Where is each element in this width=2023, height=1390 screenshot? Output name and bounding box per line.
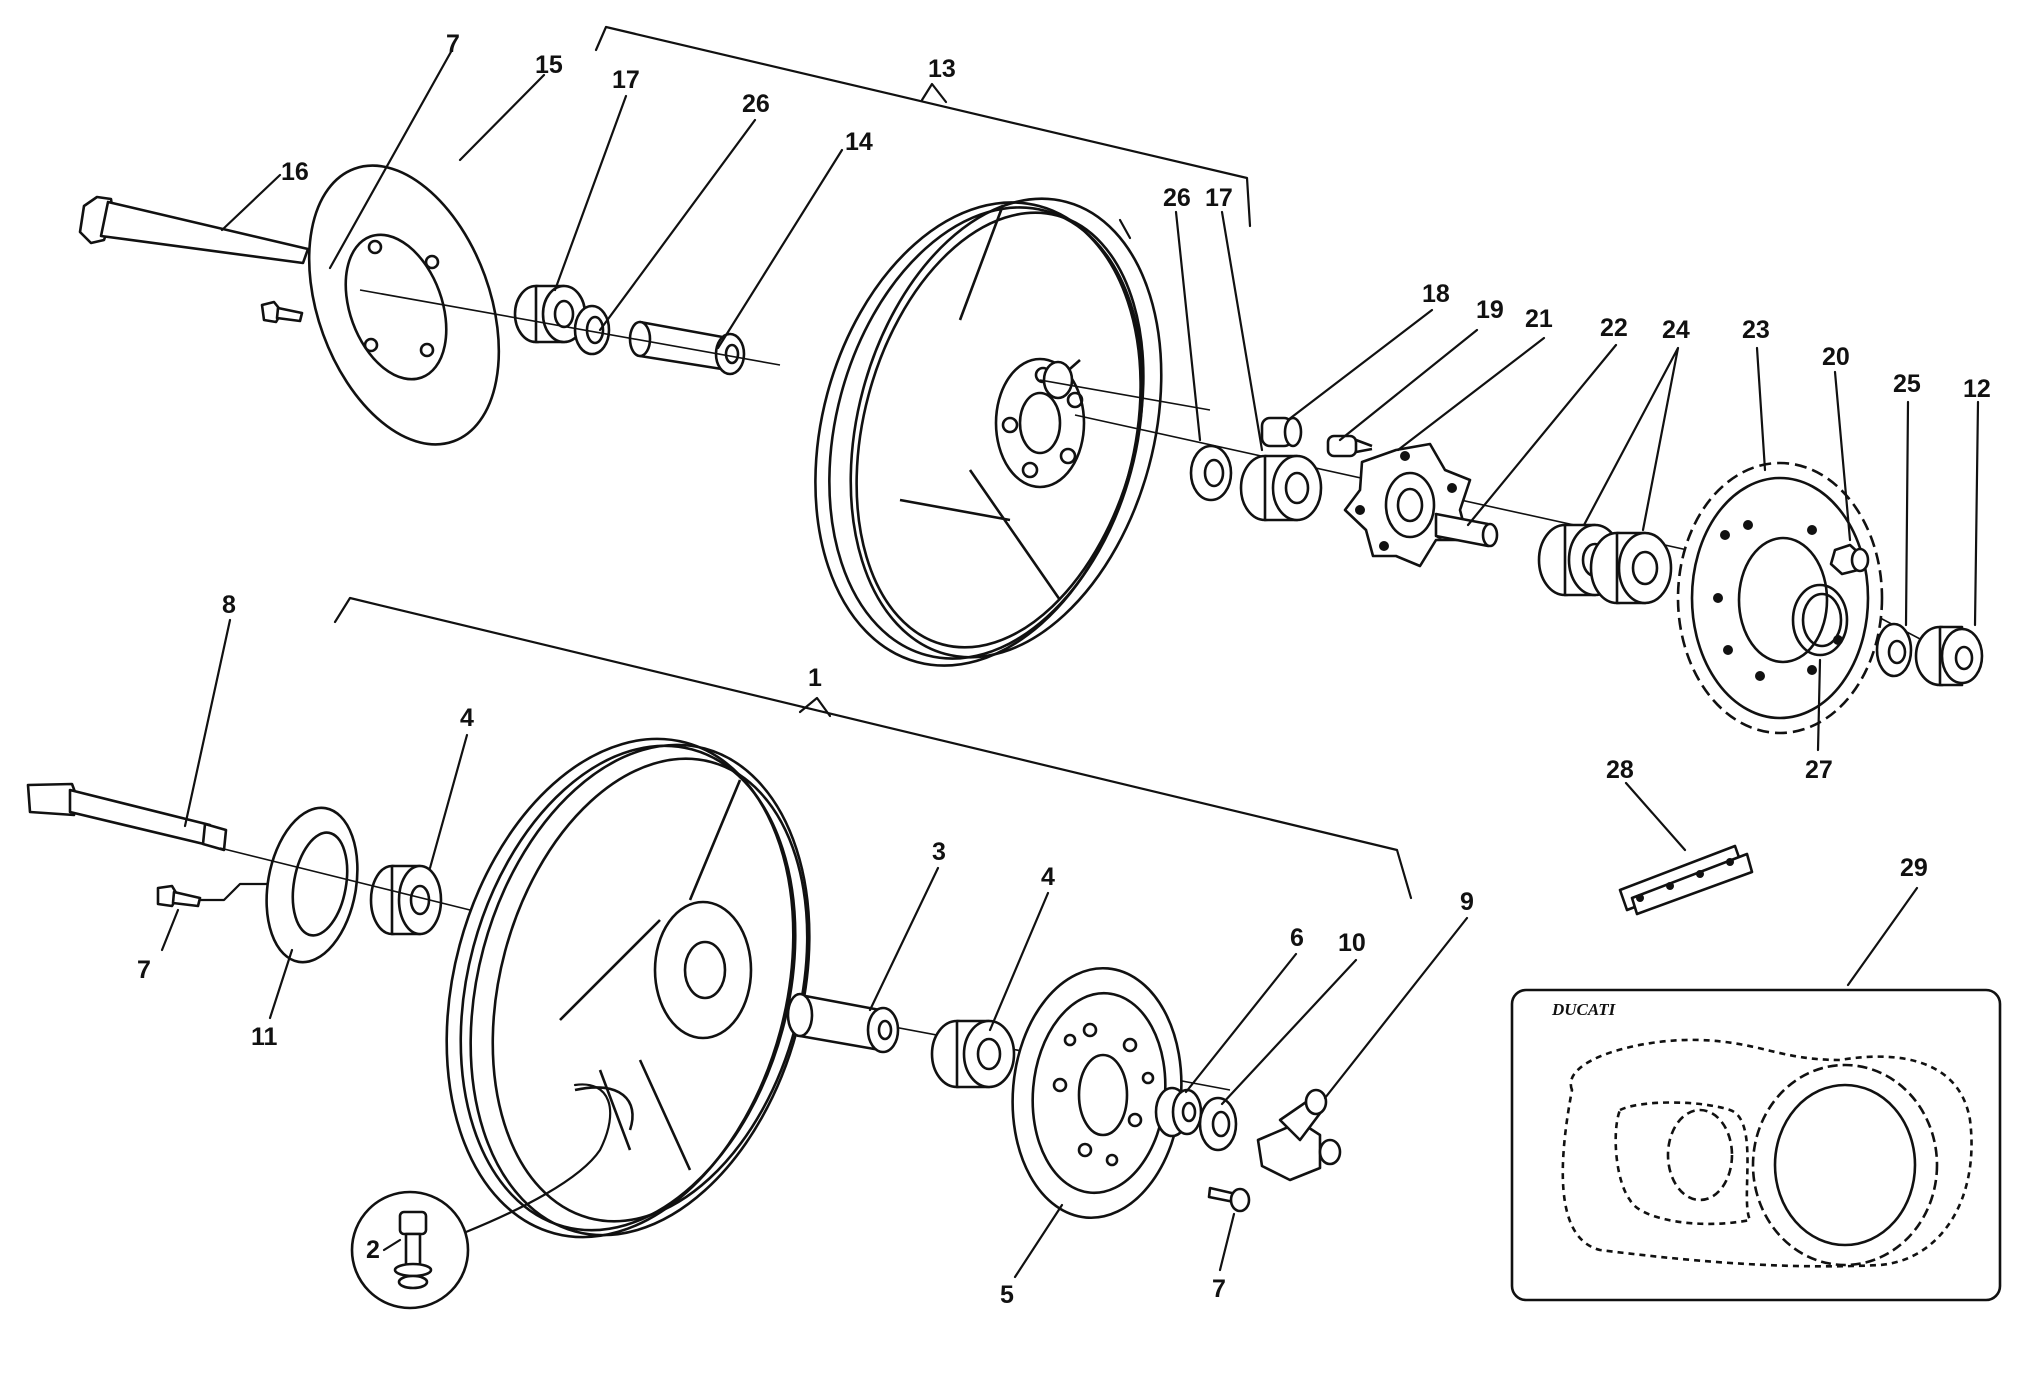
- label-7-front-right: 7: [1212, 1275, 1226, 1303]
- circlip: [1791, 583, 1849, 657]
- rear-right-bearing: [1239, 454, 1323, 522]
- front-disc-screw: [1207, 1186, 1251, 1213]
- label-16: 16: [281, 158, 309, 186]
- front-wheel-assembly-bracket: [333, 596, 1413, 900]
- rear-bracket-tip: [920, 82, 948, 104]
- rear-axle: [78, 195, 310, 265]
- label-12: 12: [1963, 375, 1991, 403]
- label-24: 24: [1662, 316, 1690, 344]
- front-wheel: [445, 737, 811, 1239]
- brand-label: DUCATI: [1551, 1000, 1617, 1019]
- front-left-bearing: [369, 864, 443, 936]
- label-21: 21: [1525, 305, 1553, 333]
- label-11: 11: [251, 1023, 278, 1051]
- speedometer-drive: [1256, 1088, 1342, 1182]
- label-9: 9: [1460, 888, 1474, 916]
- rear-right-seal: [1189, 444, 1233, 502]
- rear-spacer: [628, 320, 746, 376]
- valve-detail-callout: [350, 1083, 612, 1310]
- label-17-left: 17: [612, 66, 640, 94]
- label-27: 27: [1805, 756, 1833, 784]
- rear-sprocket: [1676, 461, 1884, 735]
- rear-wheel: [814, 197, 1163, 667]
- label-2: 2: [366, 1236, 380, 1264]
- label-26-right: 26: [1163, 184, 1191, 212]
- callout-labels: 7 15 17 13 26 14 16 26 17 18 19 21 22 24…: [137, 30, 1991, 1309]
- rear-brake-disc: [307, 164, 501, 446]
- front-brake-disc: [1011, 966, 1183, 1220]
- label-22: 22: [1600, 314, 1628, 342]
- label-17-right: 17: [1205, 184, 1233, 212]
- label-29: 29: [1900, 854, 1928, 882]
- label-5: 5: [1000, 1281, 1014, 1309]
- label-8: 8: [222, 591, 236, 619]
- front-bush: [1154, 1086, 1203, 1138]
- rear-bush: [1260, 416, 1303, 448]
- front-seal: [1198, 1096, 1238, 1152]
- sprocket-bearings: [1537, 523, 1673, 605]
- rear-axle-nut: [1914, 625, 1984, 687]
- label-6: 6: [1290, 924, 1304, 952]
- label-4-left: 4: [460, 704, 474, 732]
- front-spacer: [786, 992, 900, 1054]
- rear-stud: [1326, 434, 1373, 458]
- rear-wheel-assembly-bracket: [594, 25, 1252, 228]
- label-7-front-left: 7: [137, 956, 151, 984]
- label-28: 28: [1606, 756, 1634, 784]
- label-1: 1: [808, 664, 822, 692]
- front-spacer-screw: [156, 882, 274, 908]
- label-10: 10: [1338, 929, 1366, 957]
- chain-link: [1618, 844, 1754, 916]
- label-26-left: 26: [742, 90, 770, 118]
- label-18: 18: [1422, 280, 1450, 308]
- label-4-right: 4: [1041, 863, 1055, 891]
- front-bracket-tip: [798, 696, 832, 718]
- sprocket-nut: [1829, 543, 1870, 576]
- label-13: 13: [928, 55, 956, 83]
- label-19: 19: [1476, 296, 1504, 324]
- front-left-spacer: [265, 806, 359, 964]
- chain-kit-panel: DUCATI: [1510, 988, 2002, 1302]
- label-7-rear: 7: [446, 30, 460, 58]
- label-23: 23: [1742, 316, 1770, 344]
- label-15: 15: [535, 51, 563, 79]
- label-3: 3: [932, 838, 946, 866]
- leader-lines: [160, 48, 1980, 1279]
- front-right-bearing: [930, 1019, 1016, 1089]
- label-20: 20: [1822, 343, 1850, 371]
- front-axle: [26, 782, 228, 852]
- sprocket-carrier: [1343, 442, 1499, 568]
- rear-left-seal: [573, 304, 611, 356]
- label-14: 14: [845, 128, 873, 156]
- rear-washer: [1875, 622, 1913, 678]
- rear-disc-screw: [260, 300, 304, 324]
- label-25: 25: [1893, 370, 1921, 398]
